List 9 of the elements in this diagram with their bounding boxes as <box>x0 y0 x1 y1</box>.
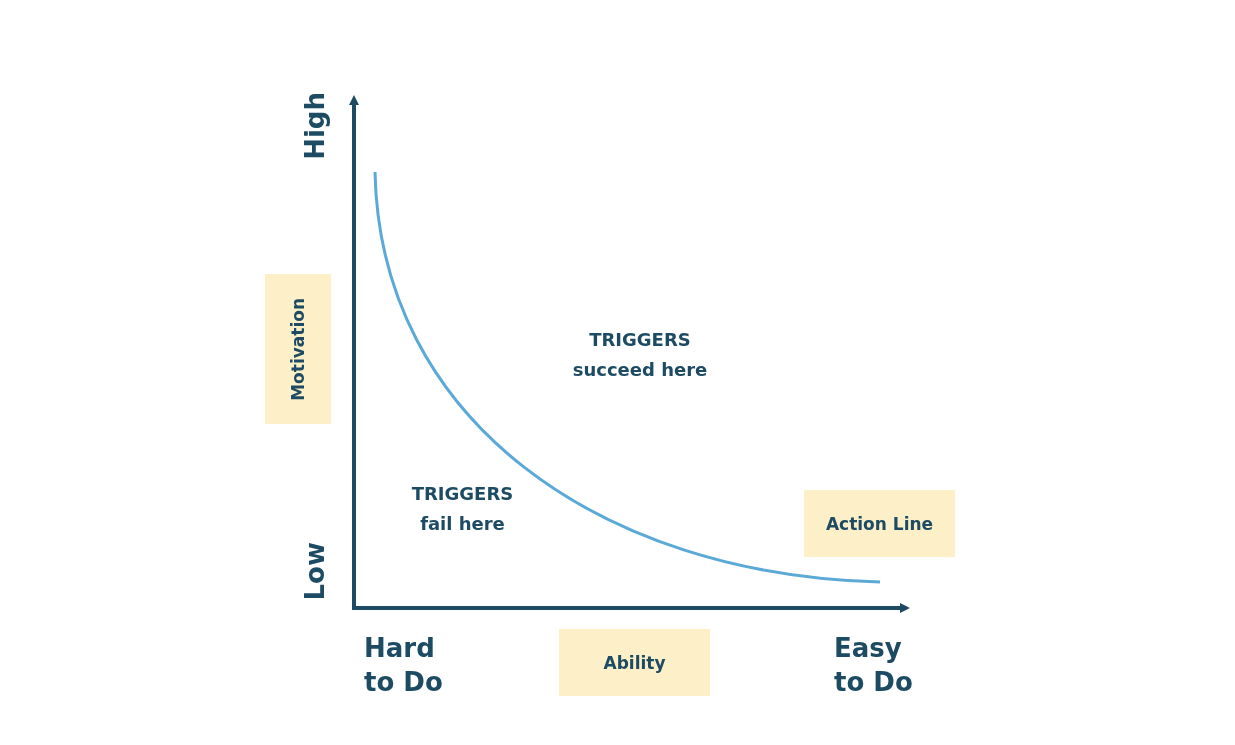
axis-end-label: High <box>299 92 331 160</box>
axis-label: Ability <box>559 629 710 696</box>
curve-label: Action Line <box>804 490 955 557</box>
axis-end-label: Easy to Do <box>834 632 914 699</box>
region-label: TRIGGERS fail here <box>410 482 515 536</box>
axis-end-label: Low <box>299 542 331 601</box>
axis-label: Motivation <box>265 274 331 424</box>
region-label: TRIGGERS succeed here <box>571 328 709 382</box>
axis-end-label: Hard to Do <box>364 632 444 699</box>
